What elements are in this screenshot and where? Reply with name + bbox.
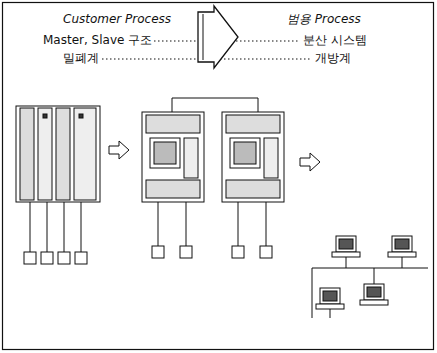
label-text: Customer Process: [62, 12, 172, 26]
label-text: 범용 Process: [286, 12, 362, 26]
label-text: 분산 시스템: [302, 33, 368, 47]
label-text: Master, Slave 구조: [42, 33, 153, 47]
label-text: 밀폐계: [62, 51, 100, 65]
label-text: 개방계: [314, 51, 352, 65]
